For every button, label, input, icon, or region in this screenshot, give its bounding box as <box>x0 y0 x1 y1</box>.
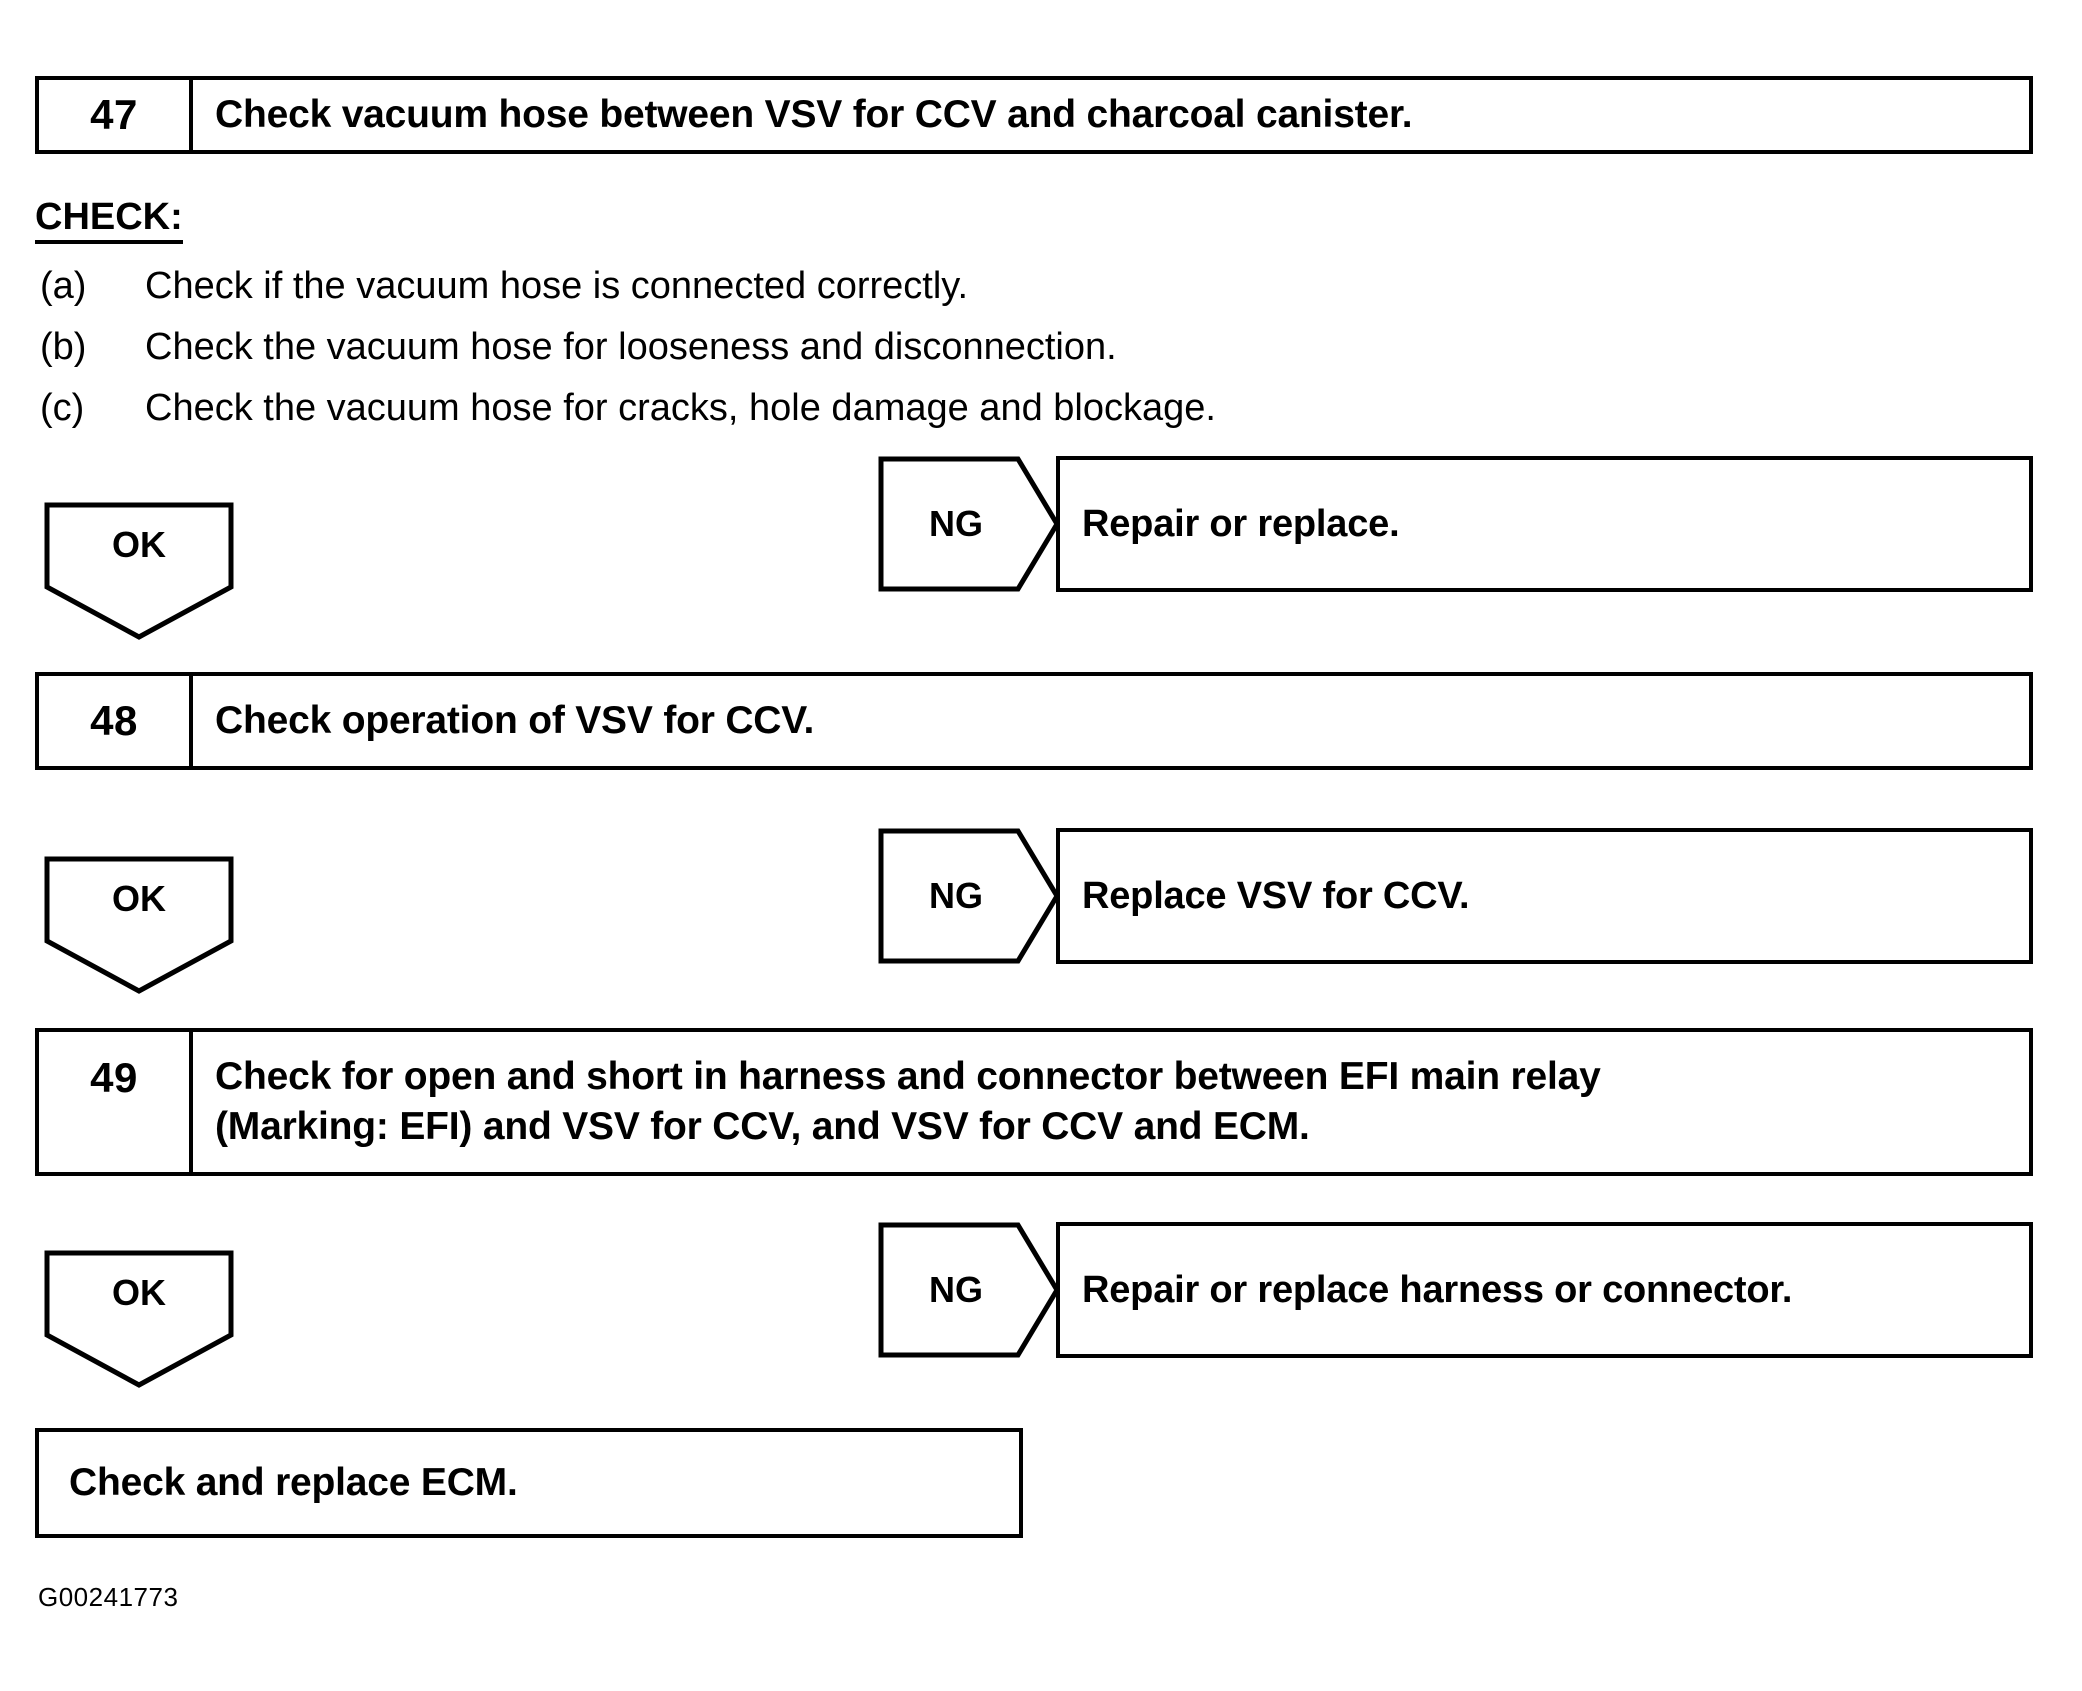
step-body-49: Check for open and short in harness and … <box>193 1032 2029 1172</box>
ok-shape-3: OK <box>44 1250 234 1388</box>
step-body-47: Check vacuum hose between VSV for CCV an… <box>193 80 2029 150</box>
check-item-a-text: Check if the vacuum hose is connected co… <box>145 265 969 307</box>
final-result-box: Check and replace ECM. <box>35 1428 1023 1538</box>
ok-shape-2-polygon <box>44 856 234 994</box>
step-number-49-value: 49 <box>90 1054 138 1101</box>
step-number-47: 47 <box>39 80 193 150</box>
ok-shape-1: OK <box>44 502 234 640</box>
check-item-c-mark: (c) <box>40 387 85 429</box>
ok-shape-2: OK <box>44 856 234 994</box>
step-box-49: 49 Check for open and short in harness a… <box>35 1028 2033 1176</box>
ng-arrow-3-shape <box>878 1222 1060 1358</box>
figure-code: G00241773 <box>38 1582 179 1612</box>
check-item-b-text: Check the vacuum hose for looseness and … <box>145 326 1117 368</box>
step-text-49-line1: Check for open and short in harness and … <box>215 1055 1601 1099</box>
check-item-c: (c) Check the vacuum hose for cracks, ho… <box>40 387 1440 430</box>
check-item-a: (a) Check if the vacuum hose is connecte… <box>40 265 1440 308</box>
ok-shape-3-polygon <box>44 1250 234 1388</box>
step-box-47: 47 Check vacuum hose between VSV for CCV… <box>35 76 2033 154</box>
step-number-48: 48 <box>39 676 193 766</box>
ng-arrow-1: NG <box>878 456 1060 592</box>
step-box-48: 48 Check operation of VSV for CCV. <box>35 672 2033 770</box>
ng-result-box-3: Repair or replace harness or connector. <box>1056 1222 2033 1358</box>
ng-result-box-2: Replace VSV for CCV. <box>1056 828 2033 964</box>
step-number-49: 49 <box>39 1032 193 1172</box>
ng-result-box-1: Repair or replace. <box>1056 456 2033 592</box>
step-text-49-line2: (Marking: EFI) and VSV for CCV, and VSV … <box>215 1105 1310 1148</box>
ng-arrow-2: NG <box>878 828 1060 964</box>
step-body-48: Check operation of VSV for CCV. <box>193 676 2029 766</box>
check-item-b: (b) Check the vacuum hose for looseness … <box>40 326 1440 369</box>
check-item-a-mark: (a) <box>40 265 87 307</box>
check-item-b-mark: (b) <box>40 326 87 368</box>
step-text-47: Check vacuum hose between VSV for CCV an… <box>215 93 1413 137</box>
ng-arrow-1-shape <box>878 456 1060 592</box>
check-item-c-text: Check the vacuum hose for cracks, hole d… <box>145 387 1216 429</box>
step-text-48: Check operation of VSV for CCV. <box>215 699 815 743</box>
ng-arrow-2-shape <box>878 828 1060 964</box>
ok-shape-1-polygon <box>44 502 234 640</box>
ng-arrow-3: NG <box>878 1222 1060 1358</box>
check-heading: CHECK: <box>35 197 183 244</box>
step-text-49: Check for open and short in harness and … <box>215 1052 1601 1152</box>
